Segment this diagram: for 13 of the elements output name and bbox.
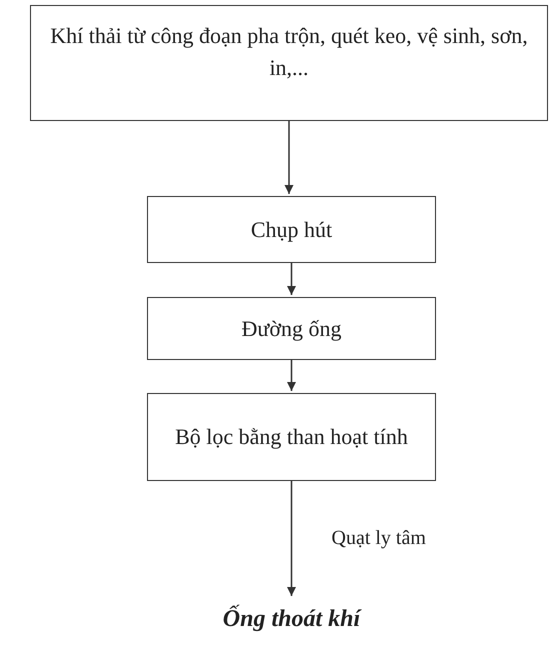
box-text: Khí thải từ công đoạn pha trộn, quét keo, vệ sinh, sơn, in,... xyxy=(49,22,529,82)
arrow xyxy=(287,481,296,596)
arrow xyxy=(287,263,296,295)
process-box xyxy=(147,196,436,263)
arrow xyxy=(284,121,294,194)
output-label: Ống thoát khí xyxy=(180,598,403,640)
process-box xyxy=(147,393,436,481)
arrow xyxy=(287,360,296,391)
box-text: Bộ lọc bằng than hoạt tính xyxy=(174,423,409,452)
box-text: Đường ống xyxy=(240,314,342,343)
box-text: Chụp hút xyxy=(250,216,334,244)
process-box xyxy=(30,5,548,121)
process-box xyxy=(147,297,436,360)
